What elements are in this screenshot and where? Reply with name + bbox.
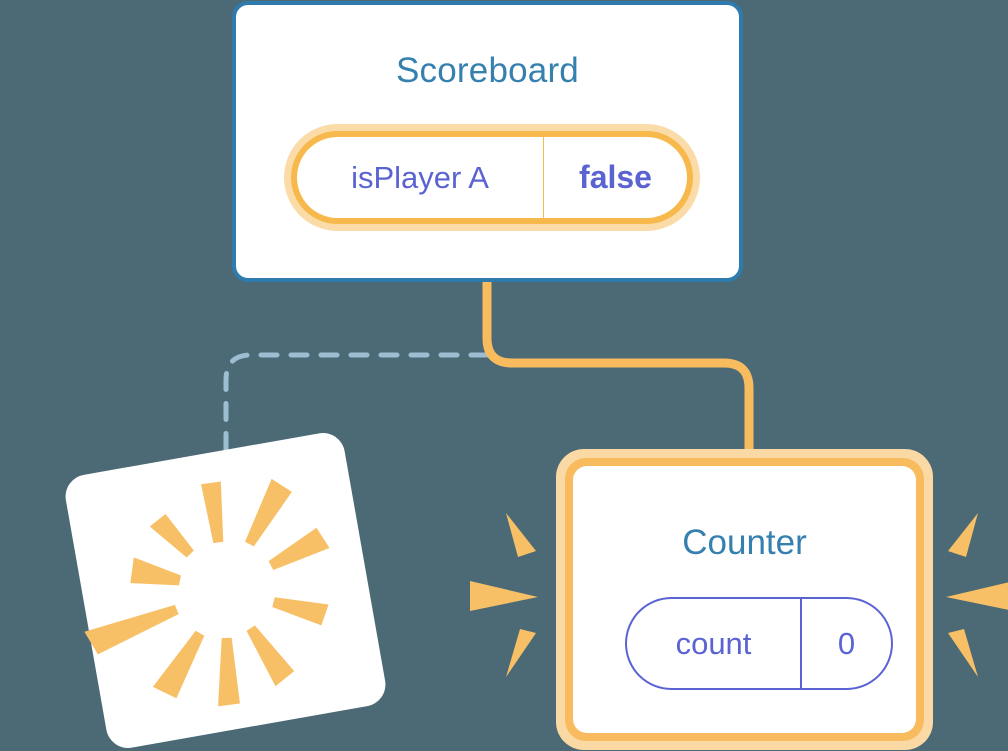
- counter-state-pill[interactable]: count 0: [625, 597, 893, 690]
- counter-burst-rays-right: [946, 513, 1008, 677]
- scoreboard-state-value: false: [579, 159, 652, 195]
- ray: [506, 513, 536, 557]
- ray: [948, 513, 978, 557]
- ray: [506, 629, 536, 677]
- dashed-connector-to-flash-card: [223, 352, 490, 465]
- counter-state-key: count: [627, 599, 802, 688]
- counter-state-value: 0: [837, 625, 856, 661]
- scoreboard-state-pill[interactable]: isPlayer A false: [284, 124, 700, 231]
- counter-card-inner: Counter count 0: [573, 466, 916, 733]
- counter-card[interactable]: Counter count 0: [556, 449, 933, 750]
- solid-connector-to-counter: [482, 282, 754, 455]
- flash-card[interactable]: [62, 429, 389, 751]
- counter-card-highlight-ring: Counter count 0: [565, 458, 924, 741]
- scoreboard-pill-highlight-ring: isPlayer A false: [291, 131, 693, 224]
- ray: [948, 629, 978, 677]
- scoreboard-state-key: isPlayer A: [297, 137, 544, 218]
- ray: [470, 581, 538, 611]
- scoreboard-pill-inner: isPlayer A false: [297, 137, 687, 218]
- counter-title: Counter: [682, 523, 807, 562]
- flash-burst-icon: [84, 478, 330, 707]
- counter-burst-rays-left: [470, 513, 538, 677]
- ray: [946, 582, 1008, 610]
- scoreboard-title: Scoreboard: [396, 51, 579, 90]
- scoreboard-card[interactable]: Scoreboard isPlayer A false: [232, 1, 743, 282]
